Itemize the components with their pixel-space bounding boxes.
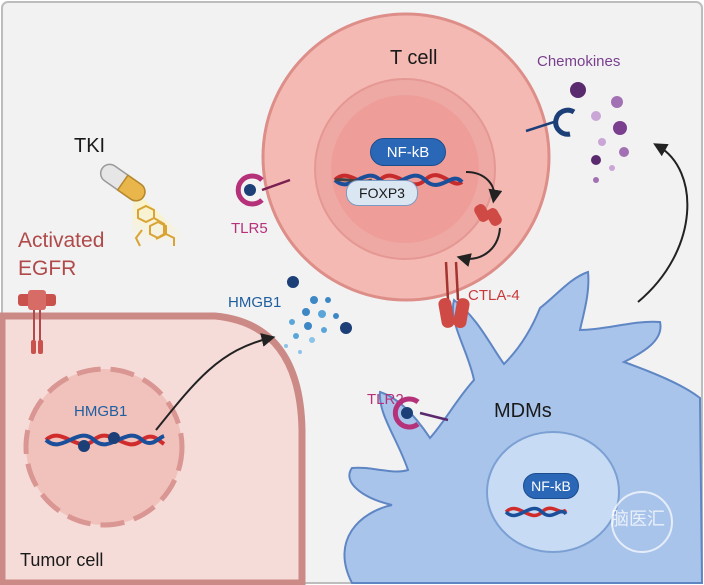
t-cell-label: T cell bbox=[390, 47, 438, 69]
watermark-logo bbox=[611, 491, 673, 553]
nfkb-mdm-badge: NF-kB bbox=[523, 473, 579, 499]
tki-label: TKI bbox=[74, 135, 106, 157]
tlr5-receptor-icon bbox=[235, 173, 291, 207]
chemokines-label: Chemokines bbox=[537, 53, 621, 70]
hmgb1-extracellular-label: HMGB1 bbox=[228, 294, 282, 311]
watermark-text: 脑医汇 bbox=[611, 509, 665, 529]
egfr-receptor-icon bbox=[18, 290, 56, 354]
tlr2-receptor-icon bbox=[392, 396, 449, 430]
hmgb1-release-arrow bbox=[155, 333, 276, 431]
tumor-dna bbox=[44, 432, 166, 452]
egfr-label: EGFR bbox=[18, 257, 77, 280]
expression-arrow bbox=[465, 171, 503, 204]
mdms-label: MDMs bbox=[494, 400, 552, 422]
ctla4-membrane-icon bbox=[438, 261, 470, 329]
mdm-dna bbox=[504, 506, 568, 518]
translocation-arrow bbox=[456, 227, 501, 267]
hmgb1-bound-dot bbox=[244, 184, 256, 196]
chemokine-secretion-arrow bbox=[637, 143, 689, 303]
tumor-cell bbox=[0, 312, 306, 585]
tki-pill-icon bbox=[99, 163, 186, 246]
chemokine-dots bbox=[570, 82, 629, 183]
tlr5-label: TLR5 bbox=[231, 220, 268, 237]
hmgb1-dots bbox=[284, 276, 352, 354]
activated-label: Activated bbox=[18, 229, 105, 252]
hmgb1-bound-dot bbox=[401, 407, 413, 419]
ctla4-label: CTLA-4 bbox=[468, 287, 520, 304]
t-cell-nucleus bbox=[331, 95, 479, 243]
tki-molecule-icon bbox=[134, 204, 175, 247]
tumor-nucleus bbox=[23, 366, 185, 528]
hmgb1-nuclear-label: HMGB1 bbox=[74, 403, 128, 420]
chemokine-receptor-icon bbox=[525, 107, 576, 137]
nfkb-tcell-badge: NF-kB bbox=[370, 138, 446, 166]
tlr2-label: TLR2 bbox=[367, 391, 404, 408]
tumor-cell-label: Tumor cell bbox=[20, 550, 104, 570]
ctla4-intracellular-icon bbox=[474, 204, 502, 226]
foxp3-badge: FOXP3 bbox=[346, 180, 418, 206]
